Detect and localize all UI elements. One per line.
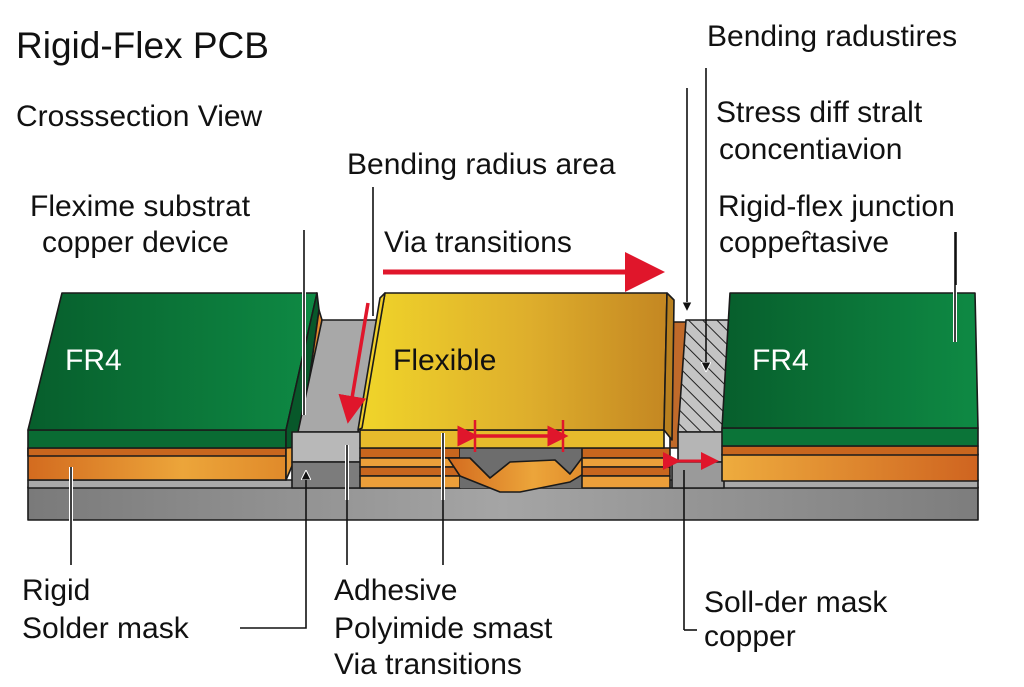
label-via-transitions-top: Via transitions [384,226,572,259]
label-polyimide: Polyimide smast [334,612,553,645]
label-soll-der-mask: Soll-der mask [704,586,888,619]
label-flexime-line2: copper device [42,226,229,259]
label-via-transitions-bottom: Via transitions [334,648,522,681]
label-junction-line1: Rigid-flex junction [718,190,955,223]
label-stress-line2: concentiavion [719,133,902,166]
bend-direction-arrow [338,302,370,424]
diagram-subtitle: Crossѕection View [16,100,263,133]
layer-label-flexible: Flexible [393,344,496,377]
flex-slab: Flexible [357,292,691,449]
label-solder-mask: Solder mask [22,612,190,645]
label-rigid: Rigid [22,574,90,607]
red-arrows [338,252,719,470]
label-copper: copper [704,620,796,653]
label-junction-line2: coppeȓtasive [719,226,889,259]
left-rigid-section: FR4 [27,292,323,481]
leader-lines [69,68,957,631]
right-rigid-section: FR4 [721,292,979,482]
flex-layer-stack [359,447,671,493]
label-bending-radius-area: Bending radius area [347,148,616,181]
label-bending-radustires: Bending radustires [707,20,957,53]
label-adhesive: Adhesive [334,574,457,607]
callout-labels: Bending radustires Stress diff stralt co… [22,20,957,681]
label-stress-line1: Stress diff stralt [716,96,923,129]
layer-label-fr4-right: FR4 [752,344,809,377]
diagram-title: Rigid-Flex PCB [16,25,269,66]
flex-span-arrow [457,420,569,452]
layer-label-fr4-left: FR4 [65,344,122,377]
label-flexime-line1: Flexime substrat [30,190,251,223]
